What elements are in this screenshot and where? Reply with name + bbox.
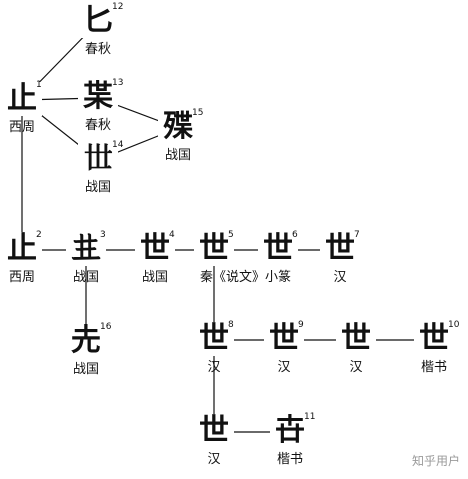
glyph-number-n10: 10	[448, 320, 460, 330]
glyph-n16: 圥	[71, 323, 101, 358]
glyph-n10: 世	[419, 321, 449, 356]
glyph-number-n7: 7	[354, 230, 360, 240]
glyph-label-n3: 战国	[72, 270, 99, 285]
glyph-n11: 卋	[275, 413, 305, 448]
glyph-n3: 𠀎	[71, 231, 101, 266]
glyph-number-n2: 2	[36, 230, 42, 240]
glyph-label-n2: 西周	[8, 270, 35, 285]
glyph-label-n16: 战国	[72, 362, 99, 377]
glyph-number-n4: 4	[169, 230, 175, 240]
glyph-backing	[414, 322, 454, 356]
glyph-backing	[66, 232, 106, 266]
glyph-label-n1: 西周	[8, 120, 35, 135]
glyph-n9: 世	[269, 321, 299, 356]
glyph-number-n12: 12	[112, 2, 124, 12]
glyph-label-n10a: 汉	[349, 360, 363, 375]
glyph-n6: 世	[263, 231, 293, 266]
glyph-backing	[158, 110, 198, 144]
glyph-n11a: 世	[199, 413, 229, 448]
glyph-n4: 世	[140, 231, 170, 266]
glyph-backing	[78, 142, 118, 176]
glyph-backing	[194, 322, 234, 356]
glyph-label-n4: 战国	[141, 270, 168, 285]
glyph-number-n3: 3	[100, 230, 106, 240]
glyph-n2: 止	[7, 231, 37, 266]
glyph-label-n12: 春秋	[84, 42, 111, 57]
glyph-backing	[270, 414, 310, 448]
glyph-number-n15: 15	[192, 108, 204, 118]
glyph-n13: 枼	[83, 79, 113, 114]
glyph-backing	[135, 232, 175, 266]
glyph-label-n7: 汉	[333, 270, 347, 285]
glyph-backing	[78, 80, 118, 114]
glyph-backing	[78, 4, 118, 38]
glyph-backing	[336, 322, 376, 356]
glyph-label-n11: 楷书	[276, 452, 303, 467]
glyph-label-n9: 汉	[277, 360, 291, 375]
glyph-label-n5: 秦《说文》小篆	[200, 270, 292, 285]
glyph-label-n15: 战国	[164, 148, 191, 163]
glyph-number-n16: 16	[100, 322, 112, 332]
glyph-number-n1: 1	[36, 80, 42, 90]
glyph-backing	[264, 322, 304, 356]
glyph-backing	[194, 414, 234, 448]
glyph-backing	[258, 232, 298, 266]
glyph-n7: 世	[325, 231, 355, 266]
glyph-number-n5: 5	[228, 230, 234, 240]
glyph-label-n10: 楷书	[420, 360, 447, 375]
glyph-number-n8: 8	[228, 320, 234, 330]
glyph-label-n14: 战国	[84, 180, 111, 195]
glyph-n1: 止	[7, 81, 37, 116]
glyph-n14: 𠀍	[83, 141, 113, 176]
watermark: 知乎用户	[411, 454, 460, 468]
glyph-label-n11a: 汉	[207, 452, 221, 467]
glyph-number-n13: 13	[112, 78, 124, 88]
glyph-label-n13: 春秋	[84, 118, 111, 133]
glyph-label-n8: 汉	[207, 360, 221, 375]
glyph-backing	[2, 82, 42, 116]
glyph-number-n11: 11	[304, 412, 316, 422]
glyph-n15: 殜	[163, 109, 193, 144]
glyph-backing	[320, 232, 360, 266]
glyph-n12: 匕	[83, 3, 113, 38]
glyph-n10a: 世	[341, 321, 371, 356]
glyph-backing	[2, 232, 42, 266]
glyph-number-n14: 14	[112, 140, 124, 150]
glyph-backing	[194, 232, 234, 266]
glyph-number-n6: 6	[292, 230, 298, 240]
glyph-n5: 世	[199, 231, 229, 266]
glyph-number-n9: 9	[298, 320, 304, 330]
glyph-n8: 世	[199, 321, 229, 356]
glyph-backing	[66, 324, 106, 358]
